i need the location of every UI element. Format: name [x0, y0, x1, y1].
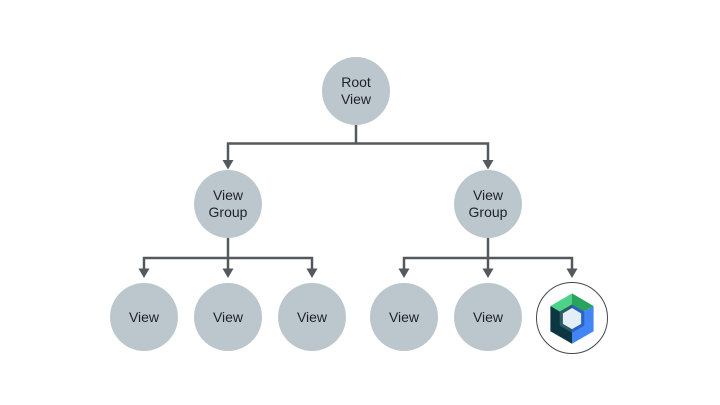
- node-label: View: [212, 187, 244, 203]
- node-view-5: View: [454, 283, 522, 351]
- node-label: View: [212, 308, 244, 325]
- arrowhead-view2: [222, 268, 234, 278]
- node-label: View: [128, 308, 160, 325]
- node-view-4: View: [370, 283, 438, 351]
- node-view-1: View: [110, 283, 178, 351]
- node-view-group-right: View Group: [454, 170, 522, 238]
- connector-level2-right: [402, 256, 574, 270]
- arrowhead-group1: [222, 160, 234, 170]
- node-label: Group: [468, 204, 508, 220]
- node-label: View: [472, 187, 504, 203]
- node-label: View: [472, 308, 504, 325]
- arrowhead-view1: [138, 268, 150, 278]
- node-root-view: Root View: [322, 57, 390, 125]
- compose-logo-core: [562, 308, 582, 330]
- arrowhead-view4: [398, 268, 410, 278]
- node-label: View: [388, 308, 420, 325]
- arrowhead-view5: [482, 268, 494, 278]
- node-label: Root: [341, 74, 371, 90]
- node-label: View: [296, 308, 328, 325]
- arrowhead-compose: [566, 268, 578, 278]
- node-label: Group: [208, 204, 248, 220]
- node-label: View: [340, 91, 372, 107]
- node-view-group-left: View Group: [194, 170, 262, 238]
- node-view-2: View: [194, 283, 262, 351]
- arrowhead-group2: [482, 160, 494, 170]
- node-compose: [536, 282, 608, 354]
- jetpack-compose-logo-icon: [550, 293, 594, 344]
- connector-level2-left: [142, 256, 314, 270]
- connector-level1: [226, 142, 490, 161]
- node-view-3: View: [278, 283, 346, 351]
- arrowhead-view3: [306, 268, 318, 278]
